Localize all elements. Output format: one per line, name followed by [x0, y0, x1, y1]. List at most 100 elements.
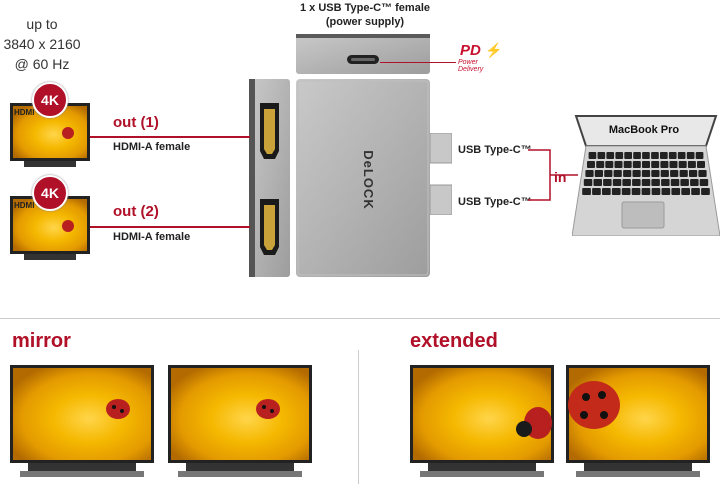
- trackpad: [621, 201, 665, 229]
- keyboard-key: [605, 161, 614, 168]
- section-divider: [0, 318, 720, 319]
- keyboard-key: [678, 161, 687, 168]
- monitor-2-hdmi-text: HDMI: [14, 201, 35, 210]
- keyboard-key: [651, 188, 661, 195]
- keyboard-key: [687, 161, 696, 168]
- keyboard-key: [670, 179, 680, 186]
- keyboard-key: [594, 170, 603, 177]
- keyboard-key: [641, 179, 651, 186]
- pd-subtext-line-2: Delivery: [458, 66, 484, 73]
- keyboard-key: [631, 188, 641, 195]
- keyboard-key: [699, 179, 709, 186]
- keyboard-key: [632, 161, 641, 168]
- port-label-2: HDMI-A female: [113, 231, 191, 243]
- power-input-label: 1 x USB Type-C™ female (power supply): [280, 1, 450, 29]
- keyboard-key: [623, 170, 632, 177]
- keyboard-key: [660, 161, 669, 168]
- keyboard-key: [615, 152, 624, 159]
- keyboard-key: [582, 188, 591, 195]
- keyboard-key: [583, 179, 593, 186]
- input-bracket: [528, 149, 578, 201]
- keyboard-key: [668, 152, 677, 159]
- keyboard-key: [661, 188, 671, 195]
- port-label-1: HDMI-A female: [113, 141, 191, 153]
- keyboard-key: [651, 179, 660, 186]
- keyboard-key: [602, 188, 611, 195]
- keyboard-key: [593, 179, 602, 186]
- output-line-2: [90, 226, 250, 228]
- keyboard-key: [588, 152, 597, 159]
- keyboard-key: [671, 188, 681, 195]
- keyboard-key: [622, 179, 631, 186]
- keyboard-key: [585, 170, 594, 177]
- keyboard-key: [660, 152, 668, 159]
- extended-monitor-1: [410, 365, 554, 477]
- resolution-line-3: @ 60 Hz: [14, 56, 70, 72]
- keyboard-key: [680, 179, 689, 186]
- keyboard-key: [670, 170, 679, 177]
- usb-c-plugs: [430, 133, 452, 215]
- keyboard-key: [697, 161, 705, 168]
- mode-divider: [358, 350, 359, 484]
- keyboard-key: [606, 152, 615, 159]
- monitor-1-hdmi-text: HDMI: [14, 108, 35, 117]
- mirror-title: mirror: [12, 330, 71, 352]
- pd-text: PD: [460, 42, 481, 59]
- keyboard-key: [592, 188, 601, 195]
- keyboard-key: [641, 170, 651, 177]
- output-line-1: [90, 136, 250, 138]
- mirror-monitor-2: [168, 365, 312, 477]
- keyboard-key: [612, 179, 622, 186]
- keyboard-key: [681, 188, 690, 195]
- power-delivery-logo: PD ⚡ Power Delivery: [458, 42, 504, 73]
- keyboard-key: [677, 152, 686, 159]
- out-label-1: out (1): [113, 114, 159, 131]
- extended-title: extended: [410, 330, 498, 352]
- keyboard-key: [604, 170, 613, 177]
- hdmi-port-2: [260, 199, 279, 255]
- keyboard-key: [596, 161, 605, 168]
- keyboard-key: [701, 188, 710, 195]
- pd-subtext-line-1: Power: [458, 59, 478, 66]
- extended-monitor-2: [566, 365, 710, 477]
- keyboard-key: [624, 152, 632, 159]
- lightning-icon: ⚡: [485, 42, 503, 58]
- brand-logo: DeLOCK: [361, 150, 376, 210]
- keyboard-key: [690, 179, 699, 186]
- keyboard-key: [689, 170, 698, 177]
- keyboard-key: [660, 170, 669, 177]
- usb-c-input-label-1: USB Type-C™: [458, 144, 532, 156]
- adapter-top-section: [296, 34, 430, 74]
- resolution-note: up to 3840 x 2160 @ 60 Hz: [0, 14, 84, 74]
- badge-4k-1: 4K: [32, 82, 68, 118]
- keyboard-key: [603, 179, 612, 186]
- power-input-label-line-2: (power supply): [325, 16, 405, 28]
- keyboard-key: [686, 152, 695, 159]
- resolution-line-2: 3840 x 2160: [3, 36, 81, 52]
- adapter-main-body: [296, 79, 430, 277]
- adapter-hdmi-section: [249, 79, 290, 277]
- pd-subtext: Power Delivery: [458, 59, 483, 73]
- keyboard-key: [651, 152, 659, 159]
- keyboard-key: [651, 161, 660, 168]
- keyboard-key: [695, 152, 704, 159]
- keyboard-key: [614, 161, 623, 168]
- keyboard-key: [661, 179, 670, 186]
- laptop-label: MacBook Pro: [608, 124, 680, 136]
- keyboard-key: [669, 161, 678, 168]
- laptop-keyboard: [582, 152, 710, 195]
- hdmi-port-1: [260, 103, 279, 159]
- power-connector-line: [380, 62, 456, 63]
- out-label-2: out (2): [113, 203, 159, 220]
- keyboard-key: [651, 170, 660, 177]
- keyboard-key: [642, 161, 650, 168]
- badge-4k-2: 4K: [32, 175, 68, 211]
- keyboard-key: [587, 161, 595, 168]
- keyboard-key: [642, 152, 650, 159]
- keyboard-key: [633, 152, 641, 159]
- input-label: in: [554, 169, 567, 185]
- keyboard-key: [679, 170, 688, 177]
- keyboard-key: [613, 170, 622, 177]
- keyboard-key: [641, 188, 651, 195]
- power-input-label-line-1: 1 x USB Type-C™ female: [299, 2, 430, 14]
